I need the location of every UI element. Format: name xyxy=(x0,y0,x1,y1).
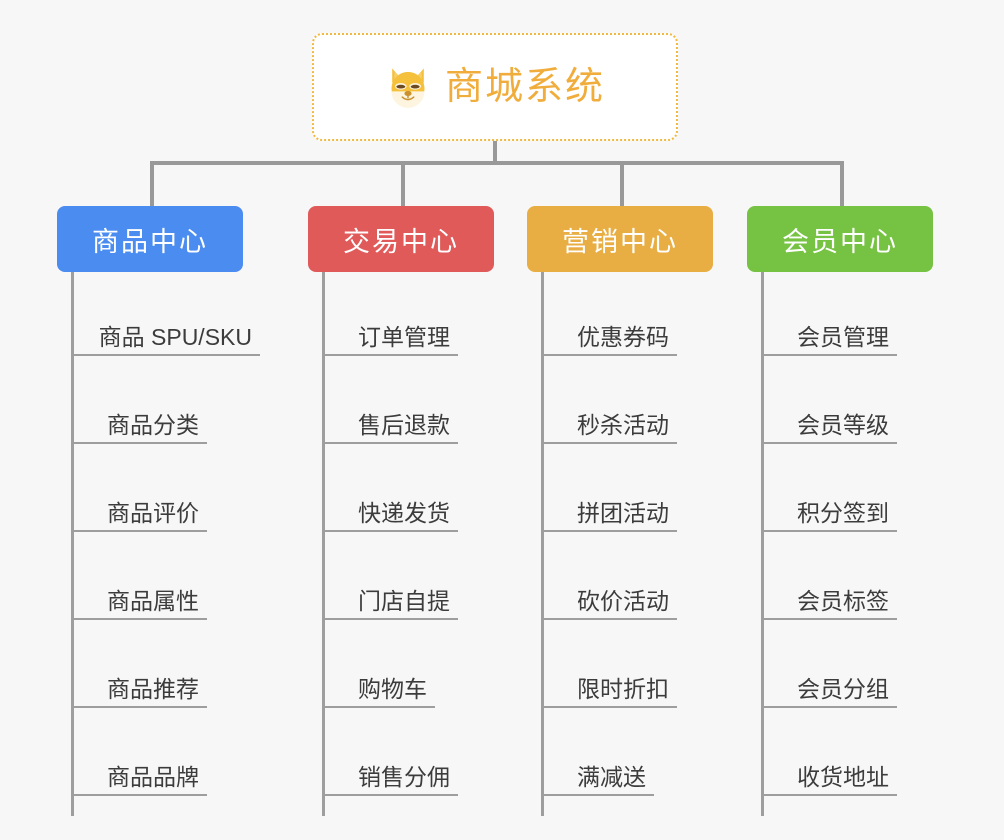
leaf-item-label: 购物车 xyxy=(358,675,427,702)
category-header-marketing-center[interactable]: 营销中心 xyxy=(527,206,713,272)
leaf-item[interactable]: 会员分组 xyxy=(761,656,897,708)
leaf-item[interactable]: 订单管理 xyxy=(322,304,458,356)
leaf-item[interactable]: 快递发货 xyxy=(322,480,458,532)
leaf-item[interactable]: 秒杀活动 xyxy=(541,392,677,444)
leaf-item-label: 优惠券码 xyxy=(577,323,669,350)
branch-trunk-marketing-center xyxy=(541,272,544,816)
leaf-item-label: 门店自提 xyxy=(358,587,450,614)
leaf-item[interactable]: 门店自提 xyxy=(322,568,458,620)
leaf-item[interactable]: 满减送 xyxy=(541,744,654,796)
leaf-item[interactable]: 商品品牌 xyxy=(71,744,207,796)
leaf-item-label: 会员分组 xyxy=(797,675,889,702)
leaf-item-label: 砍价活动 xyxy=(577,587,669,614)
leaf-item[interactable]: 销售分佣 xyxy=(322,744,458,796)
leaf-item-label: 商品品牌 xyxy=(107,763,199,790)
leaf-item[interactable]: 拼团活动 xyxy=(541,480,677,532)
leaf-item[interactable]: 商品评价 xyxy=(71,480,207,532)
connector-drop-product-center xyxy=(150,161,154,207)
root-node[interactable]: 商城系统 xyxy=(312,33,678,141)
leaf-item[interactable]: 会员等级 xyxy=(761,392,897,444)
leaf-item[interactable]: 购物车 xyxy=(322,656,435,708)
category-header-label: 交易中心 xyxy=(343,226,459,257)
category-header-label: 营销中心 xyxy=(562,226,678,257)
leaf-item-label: 秒杀活动 xyxy=(577,411,669,438)
leaf-item-label: 会员标签 xyxy=(797,587,889,614)
leaf-item[interactable]: 砍价活动 xyxy=(541,568,677,620)
branch-trunk-trade-center xyxy=(322,272,325,816)
category-header-product-center[interactable]: 商品中心 xyxy=(57,206,243,272)
connector-drop-trade-center xyxy=(401,161,405,207)
leaf-item-label: 拼团活动 xyxy=(577,499,669,526)
leaf-item[interactable]: 商品 SPU/SKU xyxy=(71,304,260,356)
leaf-item-label: 商品分类 xyxy=(107,411,199,438)
leaf-item-label: 快递发货 xyxy=(358,499,450,526)
leaf-item-label: 积分签到 xyxy=(797,499,889,526)
leaf-item[interactable]: 商品推荐 xyxy=(71,656,207,708)
leaf-item-label: 售后退款 xyxy=(358,411,450,438)
leaf-item[interactable]: 商品分类 xyxy=(71,392,207,444)
category-header-label: 商品中心 xyxy=(92,226,208,257)
leaf-item-label: 收货地址 xyxy=(797,763,889,790)
branch-trunk-member-center xyxy=(761,272,764,816)
leaf-item-label: 订单管理 xyxy=(358,323,450,350)
leaf-item[interactable]: 收货地址 xyxy=(761,744,897,796)
leaf-item-label: 商品评价 xyxy=(107,499,199,526)
leaf-item-label: 会员管理 xyxy=(797,323,889,350)
connector-drop-marketing-center xyxy=(620,161,624,207)
category-header-member-center[interactable]: 会员中心 xyxy=(747,206,933,272)
leaf-item-label: 商品推荐 xyxy=(107,675,199,702)
leaf-item-label: 商品属性 xyxy=(107,587,199,614)
connector-horizontal-bus xyxy=(150,161,842,165)
leaf-item-label: 会员等级 xyxy=(797,411,889,438)
leaf-item[interactable]: 会员标签 xyxy=(761,568,897,620)
leaf-item-label: 满减送 xyxy=(577,763,646,790)
category-header-label: 会员中心 xyxy=(782,226,898,257)
leaf-item-label: 商品 SPU/SKU xyxy=(98,323,252,350)
branch-trunk-product-center xyxy=(71,272,74,816)
connector-drop-member-center xyxy=(840,161,844,207)
leaf-item[interactable]: 售后退款 xyxy=(322,392,458,444)
connector-root-stem xyxy=(493,141,497,164)
leaf-item[interactable]: 积分签到 xyxy=(761,480,897,532)
category-header-trade-center[interactable]: 交易中心 xyxy=(308,206,494,272)
leaf-item[interactable]: 商品属性 xyxy=(71,568,207,620)
leaf-item-label: 限时折扣 xyxy=(577,675,669,702)
leaf-item[interactable]: 会员管理 xyxy=(761,304,897,356)
leaf-item[interactable]: 优惠券码 xyxy=(541,304,677,356)
leaf-item[interactable]: 限时折扣 xyxy=(541,656,677,708)
root-title: 商城系统 xyxy=(444,66,605,108)
leaf-item-label: 销售分佣 xyxy=(358,763,450,790)
dog-face-icon xyxy=(391,68,425,108)
